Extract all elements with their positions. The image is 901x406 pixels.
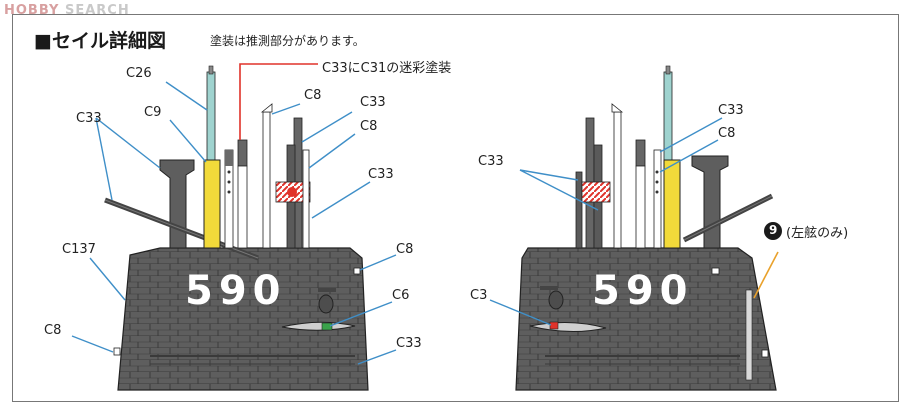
- painting-note: 塗装は推測部分があります。: [210, 34, 365, 48]
- label-c137: C137: [62, 242, 96, 257]
- label-c8-a: C8: [304, 88, 322, 103]
- diagram-frame: [12, 14, 899, 402]
- label-port-only: (左舷のみ): [786, 226, 849, 241]
- left-leaders: [71, 81, 397, 365]
- label-c33-b: C33: [76, 111, 102, 126]
- port-number: 9: [769, 223, 778, 237]
- label-right-c33-b: C33: [478, 154, 504, 169]
- right-sail: [515, 65, 777, 391]
- left-sail: [104, 65, 369, 391]
- label-c3: C3: [470, 288, 488, 303]
- label-right-c8: C8: [718, 126, 736, 141]
- port-number-badge: [764, 222, 782, 240]
- label-c9: C9: [144, 105, 162, 120]
- label-c6: C6: [392, 288, 410, 303]
- label-c8-c: C8: [396, 242, 414, 257]
- label-c8-d: C8: [44, 323, 62, 338]
- label-right-c33-a: C33: [718, 103, 744, 118]
- label-c8-b: C8: [360, 119, 378, 134]
- left-hull-number: 590: [185, 268, 287, 314]
- port-leader: [753, 251, 779, 299]
- camo-leader: [239, 63, 318, 140]
- label-c33-d: C33: [396, 336, 422, 351]
- right-hull-number: 590: [592, 268, 694, 314]
- diagram-title: ■セイル詳細図: [34, 30, 166, 52]
- label-c33-camo: C33にC31の迷彩塗装: [322, 61, 452, 76]
- right-leaders: [489, 117, 723, 326]
- label-c33-c: C33: [368, 167, 394, 182]
- label-c26: C26: [126, 66, 152, 81]
- label-c33-a: C33: [360, 95, 386, 110]
